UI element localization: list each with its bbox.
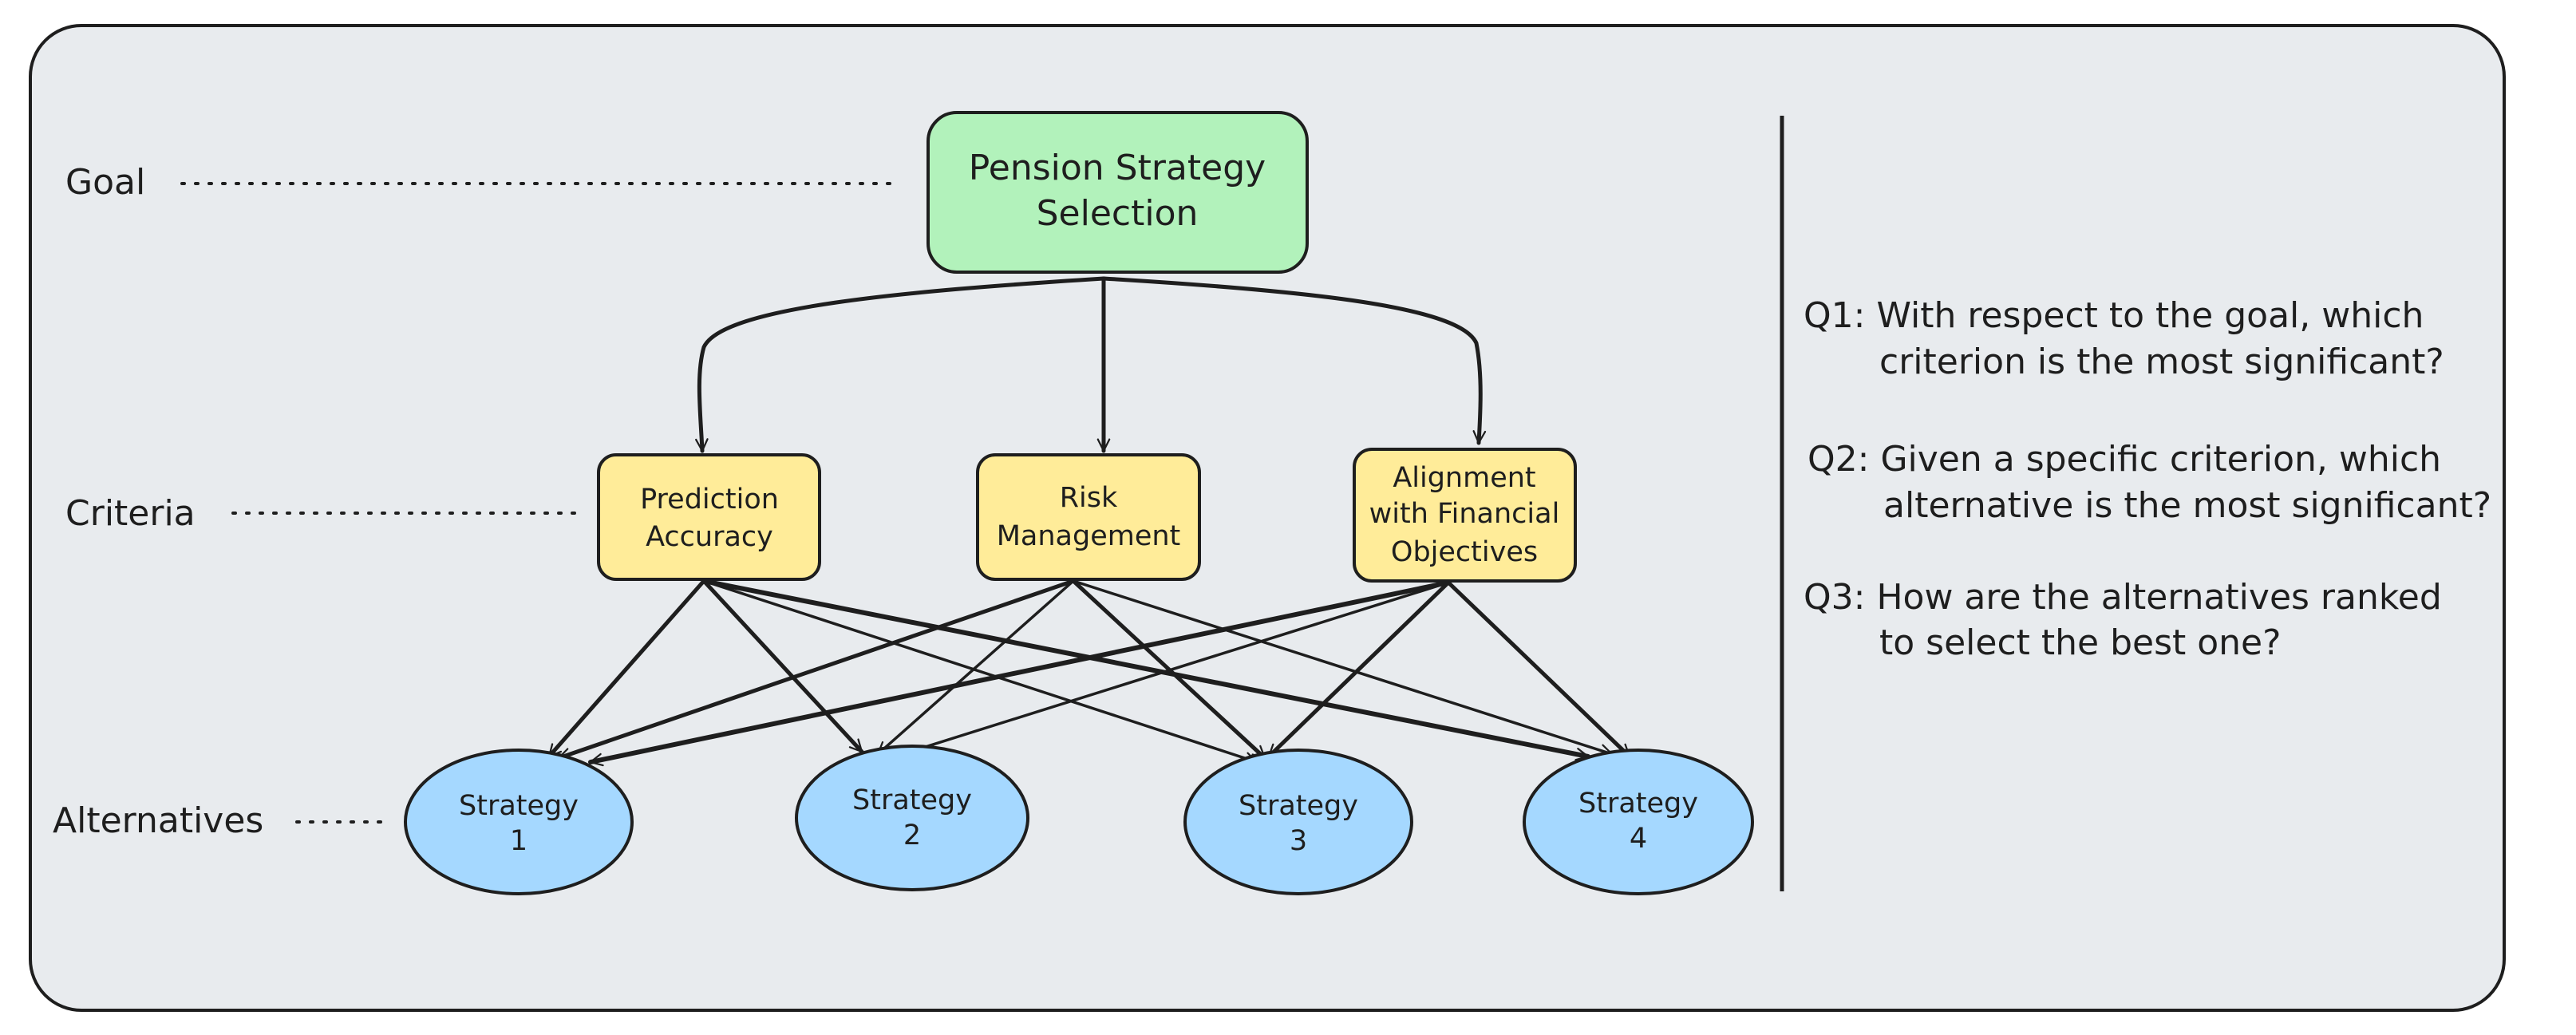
risk-to-strategy-1-arrow [556, 579, 1076, 761]
prediction-to-strategy-2-arrow [701, 579, 864, 754]
criterion-alignment-line-3: Objectives [1391, 536, 1538, 568]
criterion-alignment-financial-objectives: Alignment with Financial Objectives [1353, 448, 1577, 583]
alternative-strategy-1: Strategy 1 [404, 749, 634, 895]
question-2-line-2: alternative is the most significant? [1883, 485, 2491, 526]
criterion-prediction-accuracy-line-2: Accuracy [646, 521, 773, 553]
alternative-strategy-2-line-1: Strategy [852, 784, 972, 816]
alternative-strategy-2: Strategy 2 [795, 745, 1029, 891]
criterion-risk-management-line-2: Management [997, 520, 1181, 552]
alternative-strategy-3-line-1: Strategy [1239, 790, 1358, 822]
alignment-to-strategy-1-arrow [588, 580, 1451, 767]
alternative-strategy-1-line-1: Strategy [459, 790, 579, 822]
diagram-panel [29, 24, 2506, 1012]
alignment-to-strategy-4-arrow [1446, 580, 1632, 759]
question-1-line-1: Q1: With respect to the goal, which [1804, 295, 2424, 336]
question-2: Q2: Given a specific criterion, which al… [1808, 439, 2491, 526]
alternative-strategy-2-line-2: 2 [903, 820, 921, 851]
alternative-strategy-4: Strategy 4 [1523, 749, 1754, 895]
goal-node: Pension Strategy Selection [926, 111, 1309, 274]
alternative-strategy-4-line-1: Strategy [1578, 788, 1698, 820]
question-2-line-1: Q2: Given a specific criterion, which [1808, 439, 2441, 480]
criterion-alignment-line-1: Alignment [1393, 462, 1535, 494]
criterion-prediction-accuracy-line-1: Prediction [640, 484, 779, 516]
question-3-line-2: to select the best one? [1879, 622, 2281, 663]
question-3: Q3: How are the alternatives ranked to s… [1804, 577, 2442, 663]
risk-to-strategy-4-arrow [1072, 579, 1614, 757]
level-label-criteria: Criteria [65, 493, 196, 534]
prediction-to-strategy-1-arrow [547, 579, 706, 759]
alignment-to-strategy-2-arrow [888, 581, 1450, 761]
prediction-to-strategy-3-arrow [702, 579, 1258, 765]
goal-connectors [695, 276, 1487, 453]
level-label-goal: Goal [65, 162, 145, 203]
prediction-to-strategy-4-arrow [701, 579, 1590, 761]
criteria-connectors [547, 579, 1632, 767]
criterion-alignment-line-2: with Financial [1369, 498, 1560, 530]
alternative-strategy-4-line-2: 4 [1630, 823, 1647, 855]
alternative-strategy-3: Strategy 3 [1183, 749, 1413, 895]
level-label-alternatives: Alternatives [53, 800, 263, 841]
alternative-strategy-3-line-2: 3 [1290, 825, 1307, 857]
criterion-risk-management-line-1: Risk [1060, 482, 1118, 514]
alternative-strategy-1-line-2: 1 [510, 825, 527, 857]
risk-to-strategy-2-arrow [876, 579, 1075, 756]
question-3-line-1: Q3: How are the alternatives ranked [1804, 577, 2442, 618]
goal-node-line-2: Selection [1037, 193, 1199, 234]
question-1-line-2: criterion is the most significant? [1879, 342, 2444, 382]
criterion-prediction-accuracy: Prediction Accuracy [597, 453, 821, 581]
goal-to-prediction-accuracy-arrow [695, 276, 1106, 453]
goal-to-alignment-arrow [1101, 276, 1487, 445]
question-1: Q1: With respect to the goal, which crit… [1804, 295, 2444, 382]
goal-node-line-1: Pension Strategy [969, 148, 1266, 188]
criterion-risk-management: Risk Management [976, 453, 1201, 581]
alignment-to-strategy-3-arrow [1266, 580, 1451, 759]
